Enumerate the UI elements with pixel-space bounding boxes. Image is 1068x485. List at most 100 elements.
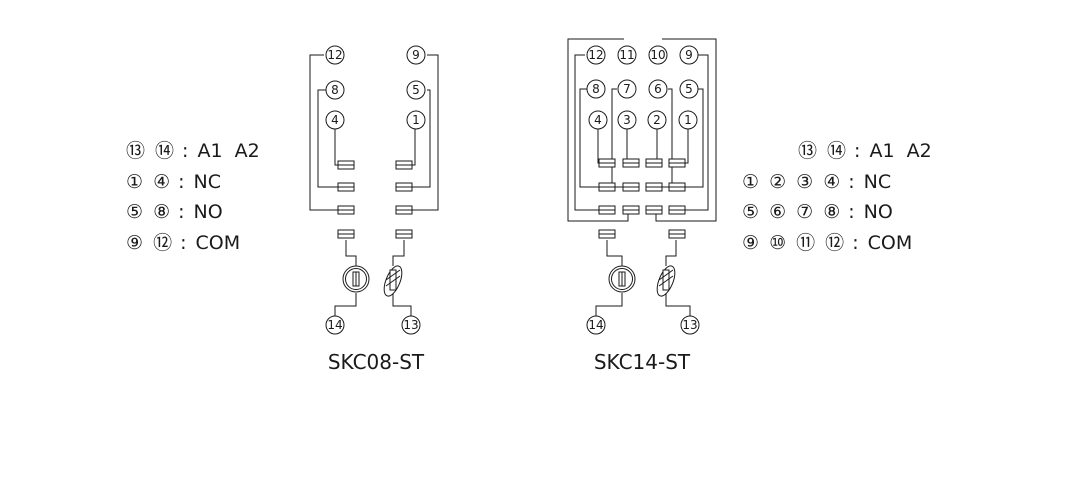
pin-function: COM xyxy=(195,231,241,254)
legend-row-com: ⑨ ⑫: COM xyxy=(126,228,260,259)
pin-1-circle xyxy=(406,110,426,130)
wire-coil-b xyxy=(665,240,677,266)
pin-function: A1 A2 xyxy=(197,140,260,162)
terminal xyxy=(395,229,413,239)
wire-4 xyxy=(334,128,340,166)
pin-function: NC xyxy=(193,170,221,193)
separator: : xyxy=(180,231,187,254)
wire-coil-b xyxy=(392,240,405,266)
terminal xyxy=(337,160,355,170)
wire-1 xyxy=(680,128,689,164)
pin-numbers: ⑨ ⑫ xyxy=(126,231,175,254)
pin-numbers: ⑬ ⑭ xyxy=(126,140,177,162)
pin-4-circle xyxy=(325,110,345,130)
coil-symbol xyxy=(608,265,636,293)
terminal xyxy=(668,158,686,168)
pin-8-label: 8 xyxy=(592,82,600,96)
pin-function: A1 A2 xyxy=(869,140,932,162)
wire-9 xyxy=(411,54,439,211)
skc08-diagram xyxy=(309,45,439,335)
legend-row-coil: ⑬ ⑭: A1 A2 xyxy=(126,136,260,167)
terminal xyxy=(395,205,413,215)
pin-4-label: 4 xyxy=(594,113,602,127)
legend-row-nc: ① ② ③ ④:NC xyxy=(742,167,932,198)
wire-1 xyxy=(411,128,416,166)
pin-6-label: 6 xyxy=(654,82,662,96)
separator: : xyxy=(848,170,855,193)
pin-11-label: 11 xyxy=(619,48,634,62)
skc08-pin-labels: 12 9 8 5 4 1 14 13 xyxy=(327,48,419,332)
terminal xyxy=(668,182,686,192)
wire-8 xyxy=(579,88,602,188)
terminal xyxy=(622,205,640,215)
pin-12-circle xyxy=(325,45,345,65)
pin-5-label: 5 xyxy=(685,82,693,96)
wire-10 xyxy=(655,38,717,222)
pin-14-circle xyxy=(586,315,606,335)
pin-8-circle xyxy=(586,79,606,99)
pin-1-circle xyxy=(678,110,698,130)
skc14-pin-labels: 12 11 10 9 8 7 6 5 4 3 2 1 14 13 xyxy=(588,48,697,332)
terminal xyxy=(645,182,663,192)
wire-13 xyxy=(665,293,691,316)
legend-row-nc: ① ④:NC xyxy=(126,167,260,198)
pin-function: COM xyxy=(867,231,913,254)
pin-5-circle xyxy=(679,79,699,99)
terminal xyxy=(598,205,616,215)
pin-1-label: 1 xyxy=(412,113,420,127)
separator: : xyxy=(182,140,189,162)
legend-row-no: ⑤ ⑥ ⑦ ⑧:NO xyxy=(742,197,932,228)
separator: : xyxy=(178,201,185,223)
terminal xyxy=(395,160,413,170)
terminal xyxy=(395,182,413,192)
pin-5-circle xyxy=(406,80,426,100)
skc14-caption: SKC14-ST xyxy=(594,350,691,374)
pin-4-label: 4 xyxy=(331,113,339,127)
wire-11 xyxy=(567,38,629,222)
pin-2-label: 2 xyxy=(653,113,661,127)
terminal xyxy=(645,158,663,168)
pin-13-label: 13 xyxy=(682,318,697,332)
wire-12 xyxy=(309,54,340,211)
pin-14-circle xyxy=(325,315,345,335)
pin-12-label: 12 xyxy=(327,48,342,62)
wire-8 xyxy=(317,89,340,188)
diode-symbol xyxy=(656,265,676,297)
separator: : xyxy=(852,231,859,254)
terminal xyxy=(668,205,686,215)
pin-numbers: ⑤ ⑥ ⑦ ⑧ xyxy=(742,201,843,223)
diode-symbol xyxy=(383,265,403,297)
pin-numbers: ⑨ ⑩ ⑪ ⑫ xyxy=(742,231,847,254)
separator: : xyxy=(854,140,861,162)
terminal xyxy=(598,158,616,168)
pin-13-circle xyxy=(401,315,421,335)
skc14-diagram xyxy=(567,38,717,335)
terminal xyxy=(337,205,355,215)
pin-14-label: 14 xyxy=(327,318,342,332)
legend-row-com: ⑨ ⑩ ⑪ ⑫: COM xyxy=(742,228,932,259)
legend-skc14: ⑬ ⑭:A1 A2 ① ② ③ ④:NC ⑤ ⑥ ⑦ ⑧:NO ⑨ ⑩ ⑪ ⑫:… xyxy=(742,136,932,258)
terminal xyxy=(645,205,663,215)
pin-10-circle xyxy=(648,45,668,65)
wire-14 xyxy=(595,293,623,316)
wire-13 xyxy=(392,293,412,316)
wire-6 xyxy=(656,88,673,188)
pin-5-label: 5 xyxy=(412,83,420,97)
pin-7-circle xyxy=(617,79,637,99)
legend-row-no: ⑤ ⑧:NO xyxy=(126,197,260,228)
pin-9-label: 9 xyxy=(685,48,693,62)
wire-4 xyxy=(597,128,602,164)
pin-11-circle xyxy=(617,45,637,65)
pin-12-circle xyxy=(586,45,606,65)
pin-3-circle xyxy=(617,110,637,130)
pin-function: NC xyxy=(863,170,892,193)
pin-function: NO xyxy=(863,201,893,223)
pin-1-label: 1 xyxy=(684,113,692,127)
coil-symbol xyxy=(342,265,370,293)
pin-numbers: ① ④ xyxy=(126,170,173,193)
terminal xyxy=(622,182,640,192)
terminal xyxy=(598,229,616,239)
pin-9-label: 9 xyxy=(412,48,420,62)
pin-9-circle xyxy=(406,45,426,65)
